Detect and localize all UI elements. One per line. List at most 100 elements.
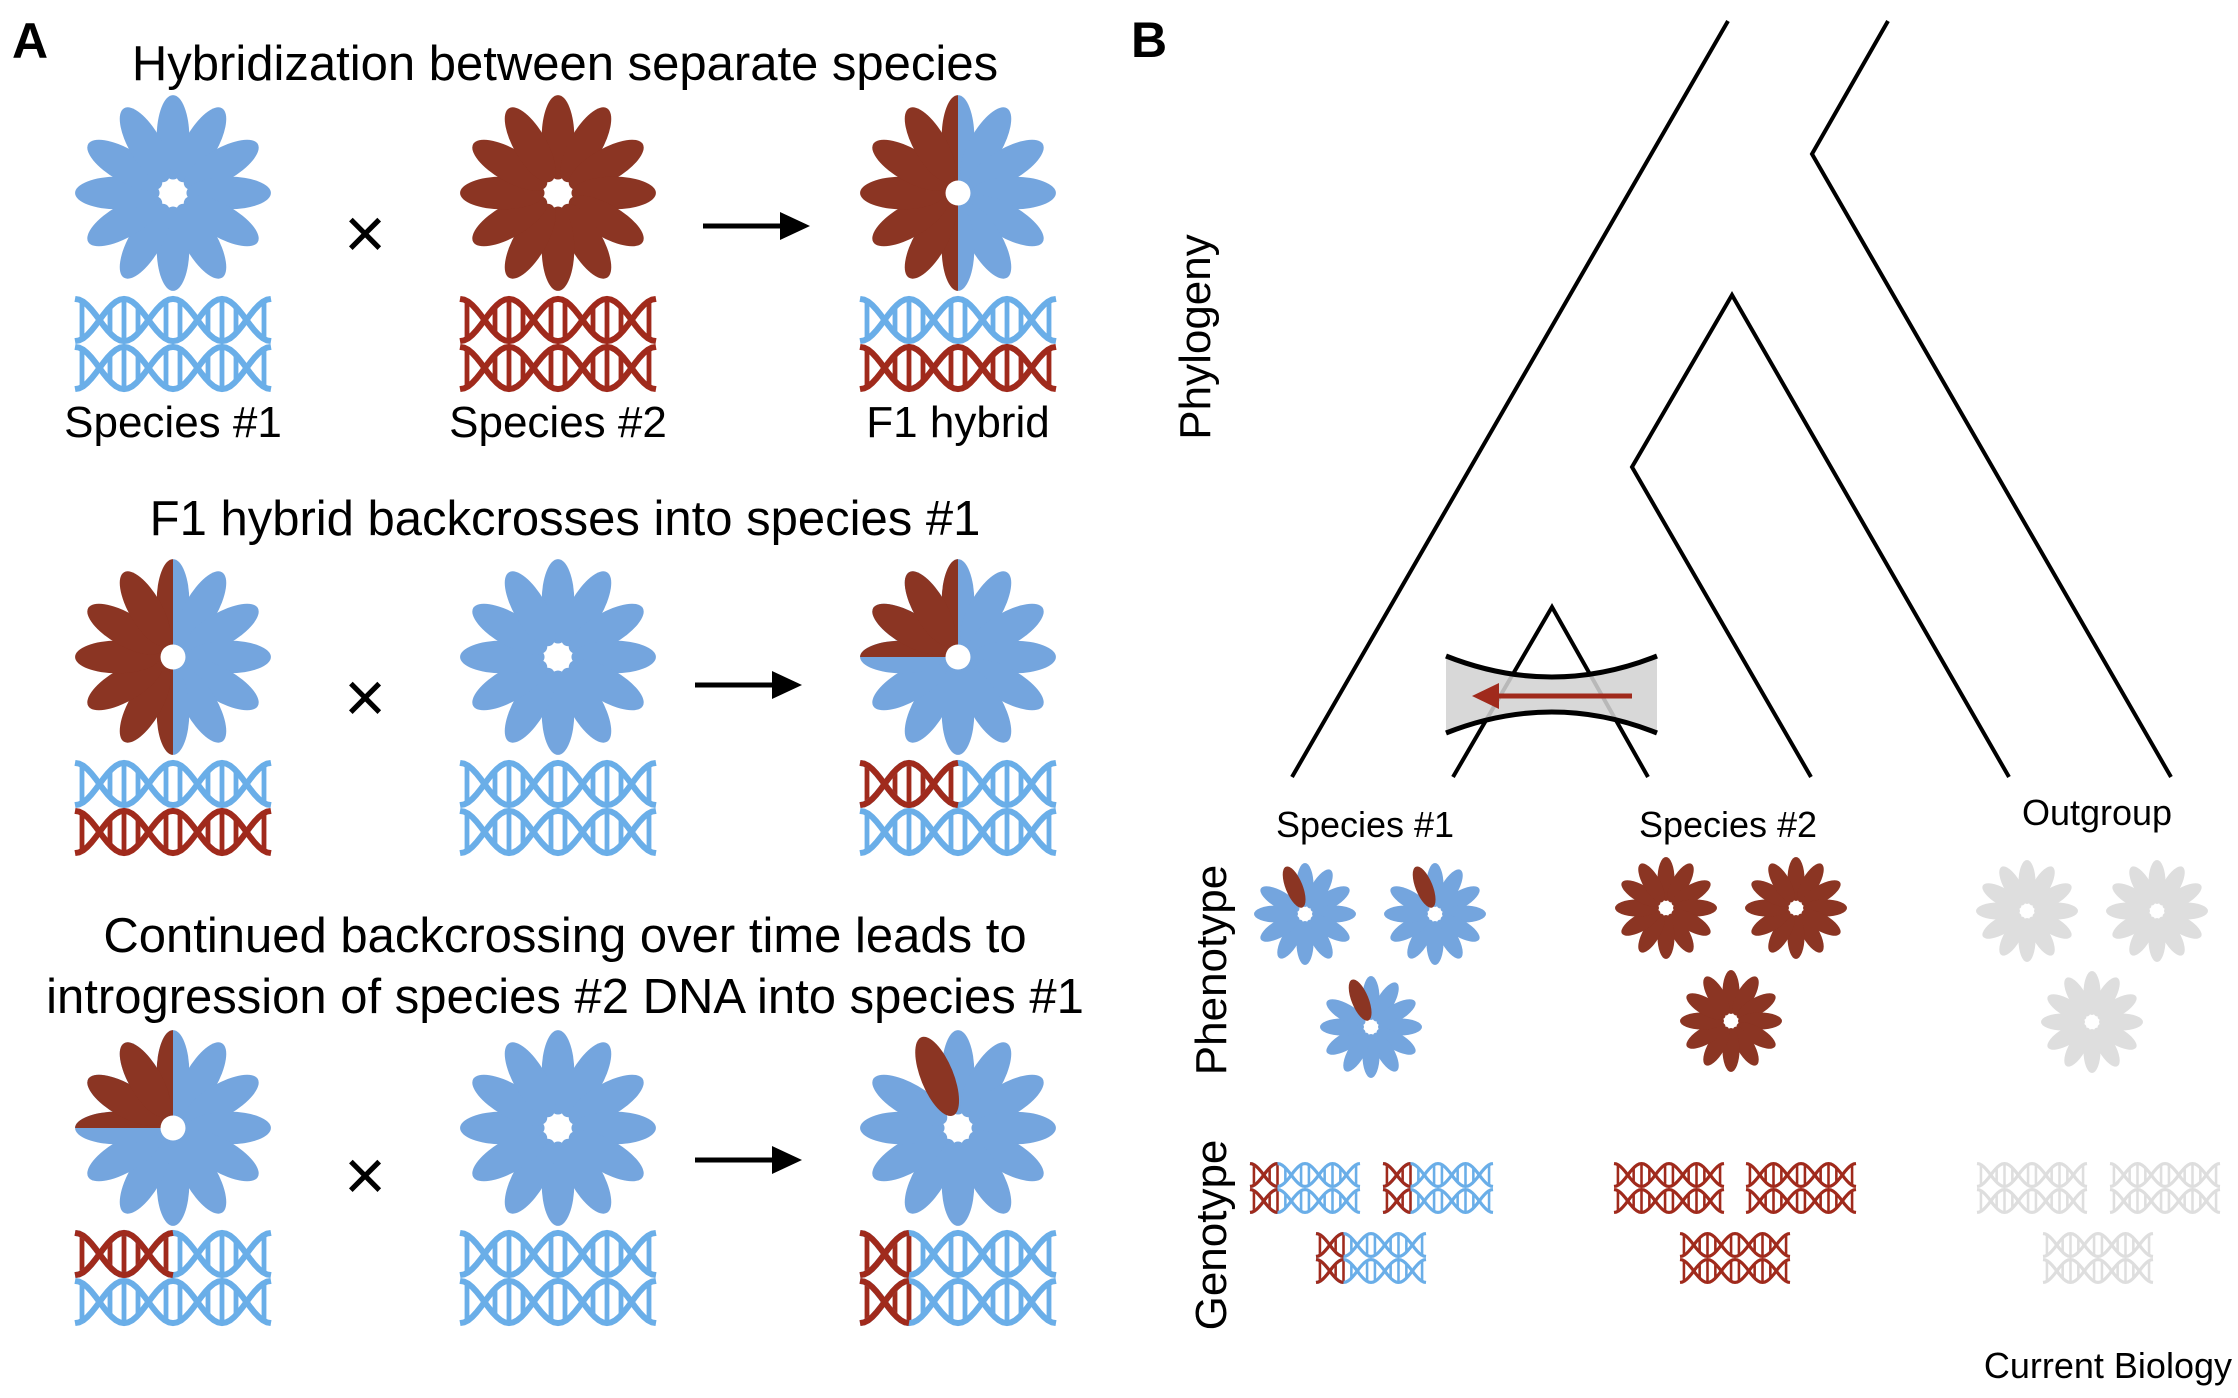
dna-strand-icon bbox=[1976, 1187, 2088, 1215]
petal bbox=[1638, 913, 1665, 953]
petal bbox=[1326, 1028, 1366, 1055]
dna-strand-icon bbox=[1315, 1231, 1427, 1259]
petal bbox=[560, 1042, 612, 1118]
petal bbox=[183, 139, 259, 191]
flower-icon bbox=[2041, 971, 2143, 1073]
petal bbox=[1376, 1028, 1416, 1055]
panel-b: B Phylogeny Phenotype Genotype Species #… bbox=[1131, 12, 2232, 1386]
dna-strand-icon bbox=[1745, 1187, 1857, 1215]
dna-strand-icon bbox=[1679, 1231, 1791, 1259]
taxon-label-species-1: Species #1 bbox=[1276, 804, 1454, 845]
flower-icon bbox=[1976, 860, 2078, 962]
petal bbox=[568, 139, 644, 191]
petal bbox=[2064, 1027, 2091, 1067]
petal bbox=[119, 203, 171, 279]
genotype-row bbox=[1249, 1161, 2221, 1285]
dna-strand-icon bbox=[459, 807, 657, 857]
dna-strand-icon bbox=[1249, 1187, 1361, 1215]
dna-strand-icon bbox=[859, 343, 1057, 393]
introgressed-petal bbox=[915, 1036, 960, 1117]
petal bbox=[968, 1074, 1044, 1126]
flower-center bbox=[545, 644, 571, 670]
flower-center bbox=[160, 1115, 186, 1141]
dna-strand-icon bbox=[859, 1229, 1057, 1279]
flower-icon bbox=[460, 1030, 656, 1226]
petal bbox=[2162, 883, 2202, 910]
panel-b-letter: B bbox=[1131, 12, 1167, 68]
petal bbox=[1736, 1022, 1776, 1049]
flower-icon bbox=[1745, 857, 1847, 959]
petal bbox=[960, 667, 1012, 743]
petal bbox=[2064, 977, 2091, 1017]
dna-strand-icon bbox=[1249, 1161, 1361, 1189]
flower-center bbox=[945, 180, 971, 206]
petal bbox=[119, 1042, 171, 1118]
dna-strand-icon bbox=[459, 343, 657, 393]
dna-strand-icon bbox=[74, 1277, 272, 1327]
petal bbox=[119, 667, 171, 743]
dna-strand-icon bbox=[74, 759, 272, 809]
genotype-axis-label: Genotype bbox=[1187, 1140, 1236, 1331]
petal bbox=[183, 1074, 259, 1126]
petal bbox=[568, 195, 644, 247]
petal bbox=[2112, 912, 2152, 939]
petal bbox=[2097, 994, 2137, 1021]
species-1-flower bbox=[460, 559, 656, 755]
petal bbox=[2158, 916, 2185, 956]
petal bbox=[1671, 909, 1711, 936]
petal bbox=[872, 659, 948, 711]
backcross-genome-icon bbox=[74, 1229, 272, 1327]
dna-strand-icon bbox=[74, 807, 272, 857]
petal bbox=[472, 603, 548, 655]
petal bbox=[904, 1138, 956, 1214]
tree-branch-species-1-lineage bbox=[1290, 20, 1730, 778]
species-2-flower bbox=[460, 95, 656, 291]
petal bbox=[472, 659, 548, 711]
flower-icon bbox=[460, 559, 656, 755]
petal bbox=[1703, 1026, 1730, 1066]
flower-center bbox=[545, 1115, 571, 1141]
gene-flow-band-bottom-edge bbox=[1445, 709, 1658, 736]
petal bbox=[173, 670, 190, 755]
dna-strand-icon bbox=[859, 295, 1057, 345]
petal bbox=[904, 571, 956, 647]
species-1-genome-icon bbox=[459, 1229, 657, 1327]
petal bbox=[568, 659, 644, 711]
genotype-group-species-1 bbox=[1249, 1161, 1494, 1285]
petal bbox=[2093, 1027, 2120, 1067]
petal bbox=[2162, 912, 2202, 939]
petal bbox=[1801, 880, 1841, 907]
species-1-genome-icon bbox=[74, 295, 272, 393]
petal bbox=[1999, 916, 2026, 956]
petal bbox=[87, 1130, 163, 1182]
petal bbox=[1260, 886, 1300, 913]
petal bbox=[183, 603, 259, 655]
arrow-right-icon bbox=[695, 1146, 802, 1174]
species-1-genome-icon bbox=[459, 759, 657, 857]
dna-strand-icon bbox=[1382, 1187, 1494, 1215]
petal bbox=[872, 195, 948, 247]
petal bbox=[1751, 909, 1791, 936]
petal bbox=[1376, 999, 1416, 1026]
petal bbox=[175, 203, 227, 279]
flower-icon bbox=[1254, 863, 1356, 965]
petal bbox=[960, 571, 1012, 647]
petal bbox=[1310, 915, 1350, 942]
dna-strand-icon bbox=[2042, 1231, 2154, 1259]
arrow-right-icon bbox=[703, 212, 810, 240]
dna-strand-icon bbox=[2109, 1161, 2221, 1189]
petal bbox=[472, 1074, 548, 1126]
phenotype-group-species-1 bbox=[1254, 863, 1486, 1078]
dna-strand-icon bbox=[1679, 1257, 1791, 1285]
petal bbox=[1667, 863, 1694, 903]
petal bbox=[504, 203, 556, 279]
flower-icon bbox=[75, 95, 271, 291]
petal bbox=[175, 1138, 227, 1214]
flower-center bbox=[1298, 907, 1312, 921]
dna-strand-icon bbox=[859, 807, 1057, 857]
flower-center bbox=[160, 180, 186, 206]
petal bbox=[568, 1074, 644, 1126]
dna-strand-icon bbox=[859, 759, 1057, 809]
species-2-label: Species #2 bbox=[449, 398, 667, 447]
